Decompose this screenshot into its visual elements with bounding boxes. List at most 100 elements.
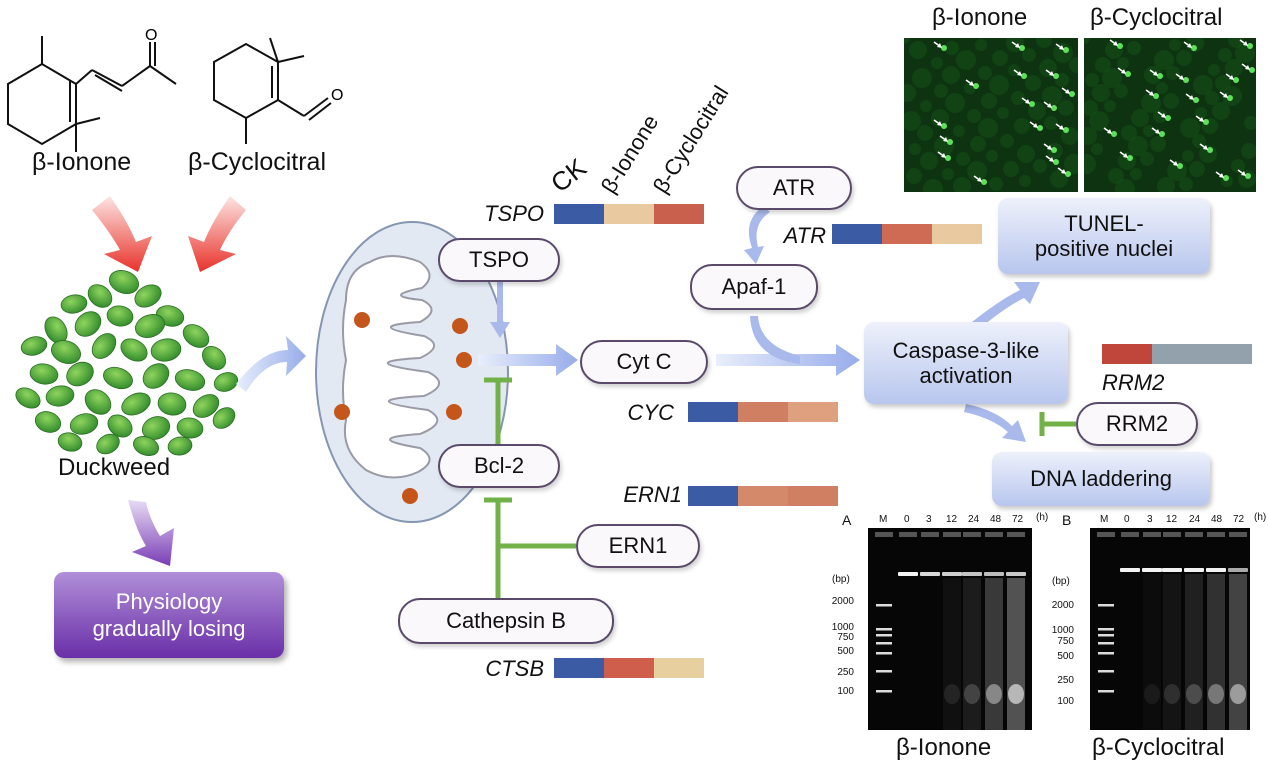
tunel-line2: positive nuclei [1034, 236, 1174, 261]
gel-a-ladder-750: 750 [837, 632, 854, 643]
gel-ionone-caption: β-Ionone [896, 734, 992, 761]
gel-a-ladder-100: 100 [837, 686, 854, 697]
ern1-bar-cyclocitral [788, 486, 838, 506]
beta-cyclocitral-label: β-Cyclocitral [188, 148, 327, 176]
ctsb-bar-cyclocitral [654, 658, 704, 678]
ern1-expression-bar [688, 486, 838, 506]
ctsb-expression-bar [554, 658, 704, 678]
tspo-bar-cyclocitral [654, 204, 704, 224]
gel-b-unit-bp: (bp) [1052, 576, 1070, 587]
ionone-to-duckweed-arrow [92, 196, 152, 272]
tspo-protein: TSPO [438, 238, 560, 282]
gel-b-ladder-100: 100 [1057, 696, 1074, 707]
gel-a-unit-bp: (bp) [832, 574, 850, 585]
tspo-down-arrow [490, 282, 510, 338]
gene-tspo-label: TSPO [484, 201, 544, 226]
gel-b-lane-72: 72 [1233, 514, 1245, 525]
beta-ionone-label: β-Ionone [32, 148, 132, 176]
cyclocitral-to-duckweed-arrow [188, 196, 246, 272]
caspase-line2: activation [919, 363, 1013, 388]
gel-b-ladder-250: 250 [1057, 675, 1074, 686]
gel-b-ladder-500: 500 [1057, 651, 1074, 662]
tunel-box: TUNEL-positive nuclei [998, 198, 1210, 274]
gel-cyclocitral-caption: β-Cyclocitral [1092, 734, 1225, 761]
atr-to-apaf-arrow [744, 206, 770, 264]
gel-a-lane-72: 72 [1012, 514, 1024, 525]
gene-ern1-label: ERN1 [623, 482, 682, 507]
apaf-to-caspase-arrow [750, 316, 800, 364]
rrm2-protein: RRM2 [1076, 402, 1198, 446]
micrograph-cyclocitral [1084, 38, 1256, 192]
gel-a-ladder-2000: 2000 [831, 596, 854, 607]
gel-b-panel-label: B [1062, 512, 1072, 528]
gel-a-lane-3: 3 [926, 514, 932, 525]
caspase-line1: Caspase-3-like [892, 337, 1040, 363]
dna-laddering-label: DNA laddering [1030, 466, 1172, 492]
gel-a-ladder-250: 250 [837, 667, 854, 678]
gel-b-lane-48: 48 [1211, 514, 1223, 525]
duckweed-to-physiology-arrow [128, 500, 174, 566]
bcl2-protein: Bcl-2 [438, 444, 560, 488]
gel-b-ladder-2000: 2000 [1051, 600, 1074, 611]
gel-a-lane-12: 12 [946, 514, 958, 525]
cathepsin-b-protein: Cathepsin B [398, 598, 614, 644]
gel-a-ladder-500: 500 [837, 646, 854, 657]
apaf1-protein: Apaf-1 [690, 264, 818, 310]
gel-a-lane-m: M [879, 514, 888, 525]
caspase-to-tunel-arrow [972, 282, 1040, 330]
atr-bar-cyclocitral [932, 224, 982, 244]
gel-b-lane-3: 3 [1147, 514, 1153, 525]
gel-a-lane-24: 24 [968, 514, 980, 525]
gel-image-ionone [868, 528, 1032, 730]
gel-b-lane-0: 0 [1124, 514, 1130, 525]
micrograph-ionone-title: β-Ionone [932, 4, 1028, 31]
tspo-expression-bar [554, 204, 704, 224]
micrograph-ionone [904, 38, 1078, 192]
gel-a-lane-0: 0 [904, 514, 910, 525]
gel-image-cyclocitral [1090, 528, 1250, 730]
atr-protein: ATR [736, 166, 852, 210]
tspo-bar-ck [554, 204, 604, 224]
cyc-expression-bar [688, 402, 838, 422]
micrograph-cyclocitral-title: β-Cyclocitral [1090, 4, 1223, 31]
gene-cyc-label: CYC [627, 400, 674, 425]
ionone-oxygen: O [145, 27, 157, 44]
atr-expression-bar [832, 224, 982, 244]
rrm2-expression-bar [1102, 344, 1252, 364]
ctsb-bar-ionone [604, 658, 654, 678]
inhibition-lines [484, 377, 1076, 598]
cyc-bar-ionone [738, 402, 788, 422]
ern1-protein: ERN1 [576, 524, 700, 568]
mito-to-cytc-arrow [478, 344, 578, 376]
rrm2-bar-ck [1102, 344, 1152, 364]
rrm2-bar-cyclocitral [1202, 344, 1252, 364]
physiology-line1: Physiology [115, 588, 223, 614]
caspase-to-dna-arrow [964, 404, 1026, 442]
gel-a-ladder-1000: 1000 [831, 622, 854, 633]
gel-b-lane-m: M [1100, 514, 1109, 525]
cyc-bar-ck [688, 402, 738, 422]
gel-b-lane-12: 12 [1166, 514, 1178, 525]
rrm2-bar-ionone [1152, 344, 1202, 364]
tunel-line1: TUNEL- [1064, 210, 1144, 236]
gene-rrm2-label: RRM2 [1102, 370, 1165, 395]
gel-a-panel-label: A [842, 512, 852, 528]
gel-b-lane-24: 24 [1189, 514, 1201, 525]
gel-a-unit-h: (h) [1036, 512, 1049, 523]
gel-a-lane-48: 48 [990, 514, 1002, 525]
tspo-bar-ionone [604, 204, 654, 224]
beta-cyclocitral-structure [213, 37, 332, 144]
ern1-bar-ck [688, 486, 738, 506]
ern1-bar-ionone [738, 486, 788, 506]
dna-laddering-box: DNA laddering [992, 452, 1210, 506]
gel-b-ladder-750: 750 [1057, 636, 1074, 647]
ctsb-bar-ck [554, 658, 604, 678]
duckweed-label: Duckweed [58, 454, 171, 481]
duckweed-to-mito-arrow [236, 336, 306, 392]
gene-atr-label: ATR [783, 223, 826, 248]
gel-b-unit-h: (h) [1254, 512, 1267, 523]
gel-b-ladder-1000: 1000 [1051, 625, 1074, 636]
cyclocitral-oxygen: O [331, 87, 343, 104]
